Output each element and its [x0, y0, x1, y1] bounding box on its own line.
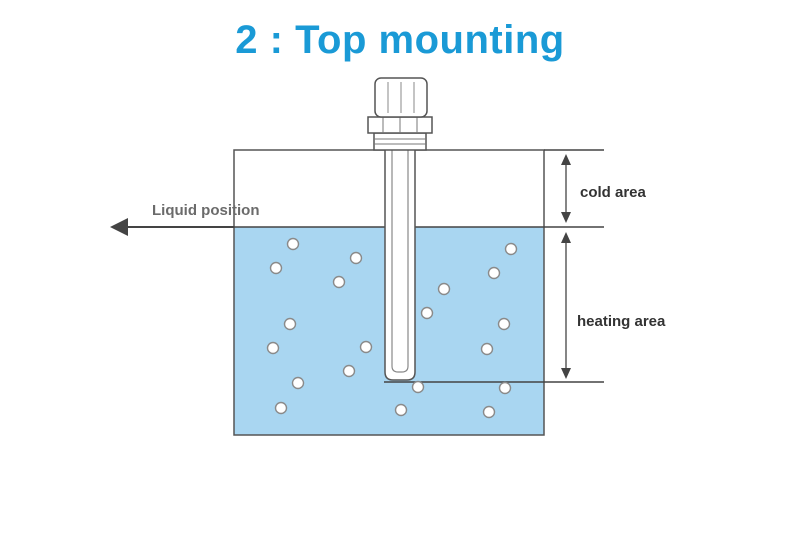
- bubble: [359, 340, 373, 354]
- bubble: [411, 380, 425, 394]
- bubble: [274, 401, 288, 415]
- heating-area-double-arrow-icon: [561, 232, 571, 379]
- bubble: [342, 364, 356, 378]
- cable-gland-icon: [374, 77, 428, 118]
- threaded-fitting: [367, 116, 433, 151]
- left-arrow-icon: [110, 218, 234, 236]
- bubble: [480, 342, 494, 356]
- bubble: [482, 405, 496, 419]
- cold-area-label: cold area: [580, 184, 647, 201]
- bubbles: [266, 237, 518, 419]
- heating-area-label: heating area: [577, 313, 666, 330]
- bubble: [291, 376, 305, 390]
- liquid-position-label: Liquid position: [152, 202, 259, 219]
- diagram-title: 2 : Top mounting: [235, 18, 565, 62]
- bubble: [497, 317, 511, 331]
- bubble: [349, 251, 363, 265]
- bubble: [394, 403, 408, 417]
- bubble: [332, 275, 346, 289]
- bubble: [420, 306, 434, 320]
- bubble: [437, 282, 451, 296]
- bubble: [266, 341, 280, 355]
- bubble: [498, 381, 512, 395]
- bubble: [283, 317, 297, 331]
- cold-area-double-arrow-icon: [561, 154, 571, 223]
- bubble: [286, 237, 300, 251]
- bubble: [504, 242, 518, 256]
- bubble: [487, 266, 501, 280]
- bubble: [269, 261, 283, 275]
- heater-element: [384, 150, 416, 381]
